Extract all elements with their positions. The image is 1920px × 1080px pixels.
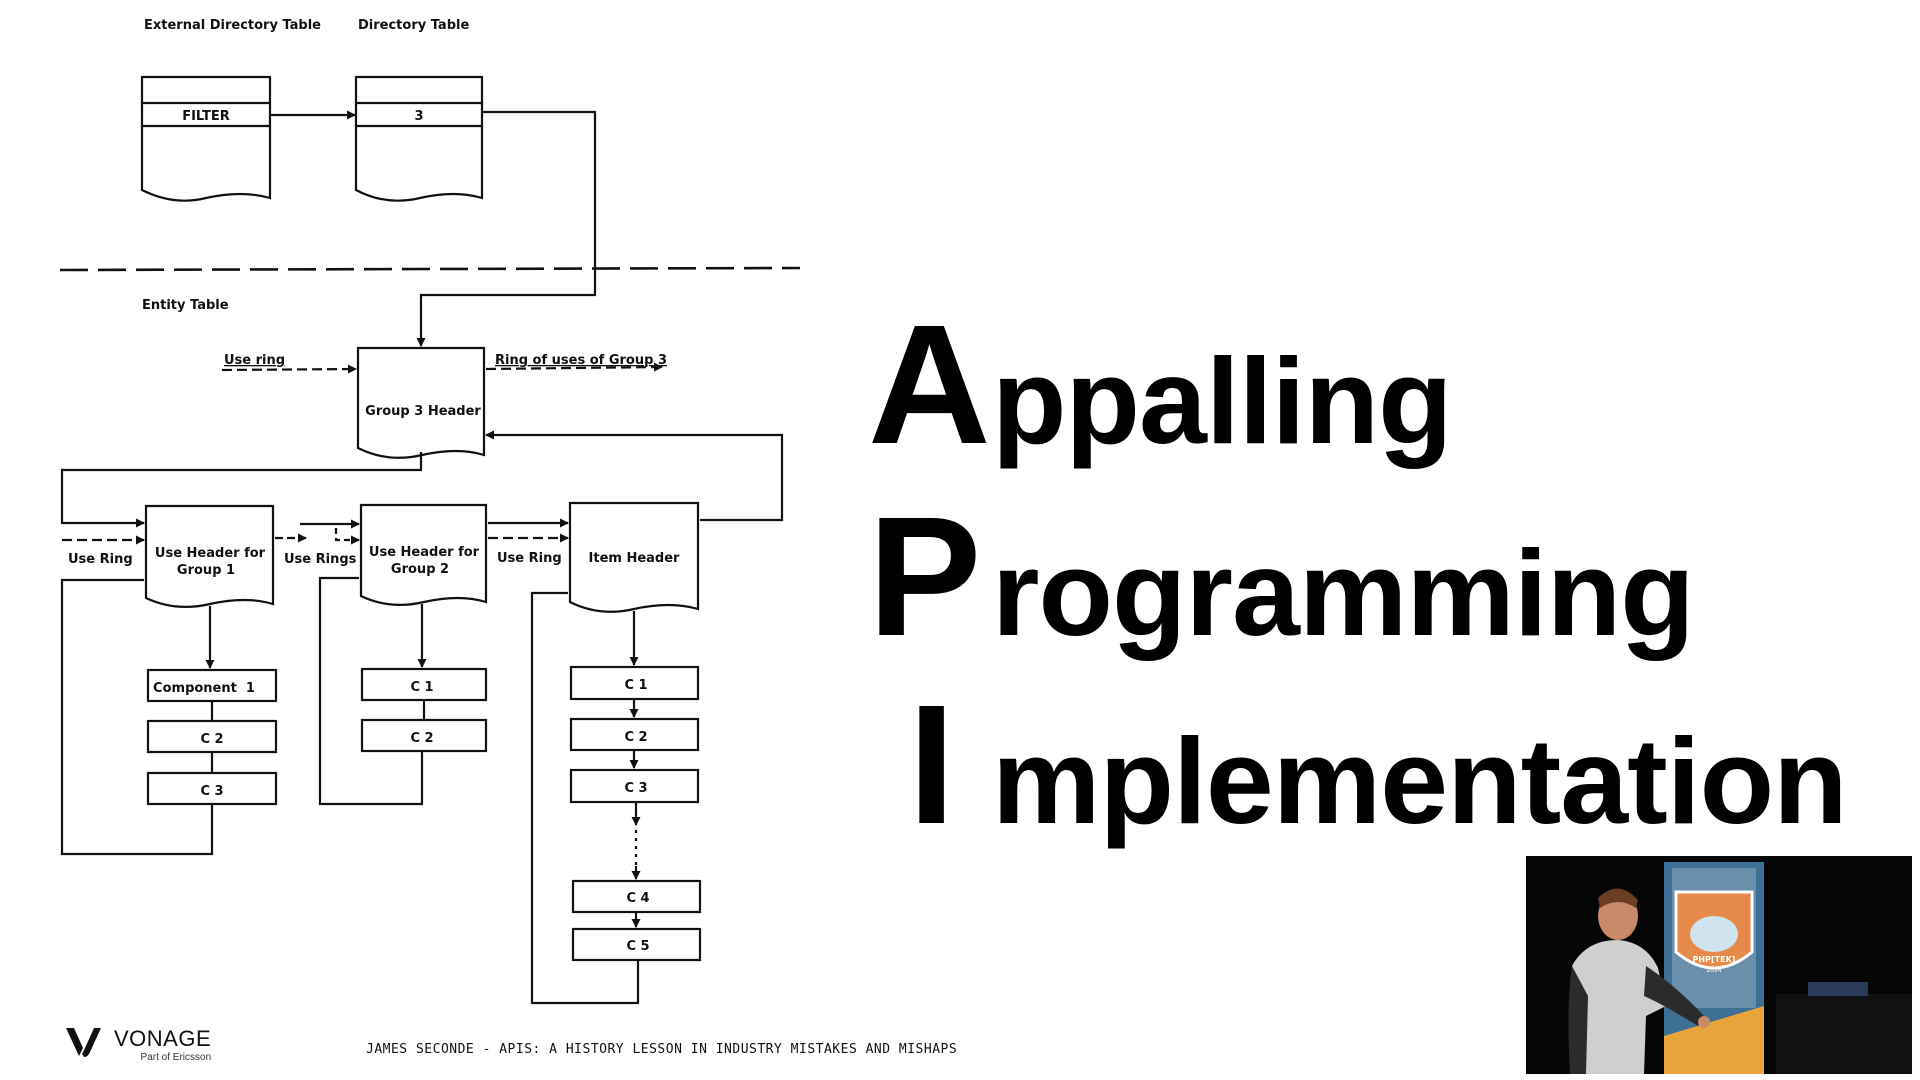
use-header-group1-shape bbox=[144, 504, 275, 608]
component-g1-1: Component 1 bbox=[153, 681, 255, 696]
use-header-group2-shape bbox=[359, 503, 488, 606]
external-table-shape bbox=[140, 75, 272, 202]
component-g1-3: C 3 bbox=[200, 784, 223, 799]
entity-table-label: Entity Table bbox=[142, 298, 229, 313]
component-item-2: C 2 bbox=[624, 730, 647, 745]
vonage-brand-subtitle: Part of Ericsson bbox=[140, 1052, 212, 1063]
directory-table-shape bbox=[354, 75, 484, 202]
vonage-v-icon bbox=[66, 1028, 101, 1057]
banner-name: PHP[TEK] bbox=[1693, 955, 1736, 964]
speaker-video-feed: PHP[TEK] 2024 bbox=[1526, 856, 1912, 1074]
component-g2-1: C 1 bbox=[410, 680, 433, 695]
use-header-group1-label-1: Use Header for bbox=[155, 546, 266, 561]
use-header-group1-label-2: Group 1 bbox=[177, 563, 235, 578]
use-header-group2-label-1: Use Header for bbox=[369, 545, 480, 560]
vonage-logo: VONAGE Part of Ericsson bbox=[66, 1026, 211, 1063]
use-ring-top-label: Use ring bbox=[224, 353, 285, 368]
component-item-5: C 5 bbox=[626, 939, 649, 954]
acronym-line-i: I mplementation bbox=[868, 650, 1868, 850]
item-header-shape bbox=[568, 501, 700, 613]
filter-entry: FILTER bbox=[182, 109, 230, 124]
component-item-3: C 3 bbox=[624, 781, 647, 796]
acronym-word-a: ppalling bbox=[992, 333, 1453, 469]
group3-header-shape bbox=[356, 346, 486, 459]
group3-header-label: Group 3 Header bbox=[365, 404, 481, 419]
use-ring-mid-label: Use Ring bbox=[497, 551, 562, 566]
use-header-group2-label-2: Group 2 bbox=[391, 562, 449, 577]
component-item-4: C 4 bbox=[626, 891, 649, 906]
vonage-brand-name: VONAGE bbox=[114, 1026, 212, 1051]
use-ring-left-label: Use Ring bbox=[68, 552, 133, 567]
acronym-word-p: rogramming bbox=[992, 525, 1695, 661]
acronym-letter-a: A bbox=[868, 290, 991, 480]
item-header-label: Item Header bbox=[589, 551, 681, 566]
talk-title: JAMES SECONDE - APIS: A HISTORY LESSON I… bbox=[366, 1042, 958, 1057]
external-directory-table-label: External Directory Table bbox=[144, 18, 321, 33]
component-g2-2: C 2 bbox=[410, 731, 433, 746]
acronym-letter-p: P bbox=[868, 482, 981, 672]
directory-table-label: Directory Table bbox=[358, 18, 469, 33]
acronym-line-p: P rogramming bbox=[868, 462, 1868, 662]
elephant-mascot-icon bbox=[1690, 916, 1738, 952]
data-structure-diagram: External Directory Table Directory Table… bbox=[59, 18, 800, 1005]
directory-entry: 3 bbox=[414, 109, 423, 124]
use-rings-label: Use Rings bbox=[284, 552, 357, 567]
ring-of-uses-label: Ring of uses of Group 3 bbox=[495, 353, 667, 368]
banner-year: 2024 bbox=[1706, 967, 1721, 974]
acronym-word-i: mplementation bbox=[992, 713, 1848, 849]
component-item-1: C 1 bbox=[624, 678, 647, 693]
acronym-letter-i: I bbox=[908, 670, 955, 860]
component-g1-2: C 2 bbox=[200, 732, 223, 747]
acronym-line-a: A ppalling bbox=[868, 270, 1868, 470]
